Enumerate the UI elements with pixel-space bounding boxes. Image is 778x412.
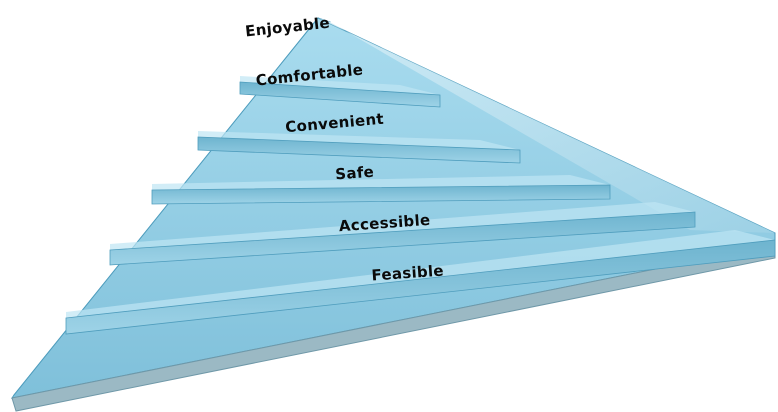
step-riser	[109, 211, 696, 266]
step-riser	[239, 81, 441, 108]
step-riser	[197, 136, 521, 164]
step-tread	[198, 131, 520, 150]
pyramid-steps	[65, 76, 776, 335]
step-tread	[66, 230, 775, 318]
tier-label-safe: Safe	[335, 163, 375, 184]
step-riser	[151, 184, 611, 205]
step-riser	[65, 239, 776, 335]
step-tread	[240, 76, 440, 95]
step-tread	[110, 202, 695, 250]
tier-label-feasible: Feasible	[371, 262, 445, 285]
pyramid-right-face	[318, 18, 775, 233]
pyramid-base-edge	[11, 244, 776, 412]
